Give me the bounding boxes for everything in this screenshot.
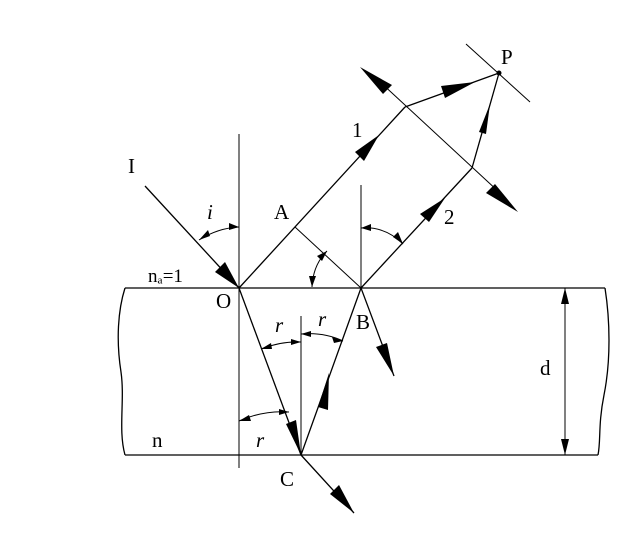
angle-at-A-arrowhead-bottom	[309, 276, 316, 287]
wavefront-AB	[294, 226, 362, 289]
incident-ray-arrowhead	[215, 262, 239, 288]
label-point-B: B	[356, 310, 370, 334]
angle-i-arrowhead-right	[229, 223, 239, 230]
plane-arrow-lower-right	[486, 184, 518, 212]
angle-i-arrowhead-left	[199, 230, 210, 240]
angle-at-B-arrowhead-right	[393, 232, 403, 244]
reflected-ray-CB	[300, 287, 362, 456]
label-incident-ray: I	[128, 154, 135, 178]
plane-arrow-upper-left	[360, 67, 392, 94]
ray-CB-arrowhead	[318, 373, 329, 410]
ray-2-to-P-arrowhead	[479, 104, 490, 134]
angle-at-B-arrowhead-left	[361, 224, 371, 231]
label-point-P: P	[501, 45, 513, 69]
refracted-ray-OC-arrowhead	[286, 420, 301, 455]
thickness-arrow-bottom	[561, 439, 569, 455]
ray-2-arrowhead	[420, 198, 445, 222]
label-point-O: O	[216, 289, 231, 313]
reflected-ray-2	[360, 167, 473, 289]
label-air-index: nₐ=1	[148, 266, 183, 287]
angle-at-A-arrowhead-top	[317, 251, 327, 261]
film-slab	[117, 287, 610, 456]
angle-r-bottom-arrowhead-right	[279, 409, 289, 415]
angle-r-right-arrowhead-left	[301, 331, 311, 337]
label-angle-r-left: r	[275, 313, 284, 337]
label-thickness: d	[540, 356, 551, 380]
angle-r-bottom-arrowhead-left	[239, 415, 251, 421]
label-point-C: C	[280, 467, 294, 491]
film-right-edge	[597, 287, 610, 456]
angle-r-right-arrowhead-right	[332, 337, 343, 343]
angle-r-left-arrowhead-right	[291, 339, 301, 345]
ray-1-arrowhead	[355, 135, 379, 161]
angle-r-left-arrowhead-left	[261, 343, 272, 349]
focusing-plane-line	[377, 79, 501, 194]
angle-arcs	[198, 223, 404, 422]
film-left-edge	[117, 287, 126, 456]
label-ray-1: 1	[352, 118, 363, 142]
label-angle-r-right: r	[318, 307, 327, 331]
transmitted-ray-at-C-arrowhead	[330, 485, 354, 513]
label-ray-2: 2	[444, 205, 455, 229]
point-P-marker	[496, 70, 502, 76]
label-angle-i: i	[207, 200, 213, 224]
thickness-arrow-top	[561, 288, 569, 304]
label-angle-r-bottom: r	[256, 428, 265, 452]
transmitted-ray-at-B-arrowhead	[376, 343, 394, 376]
label-point-A: A	[274, 200, 290, 224]
ray-1-to-P-arrowhead	[441, 82, 475, 98]
label-film-index: n	[152, 428, 163, 452]
